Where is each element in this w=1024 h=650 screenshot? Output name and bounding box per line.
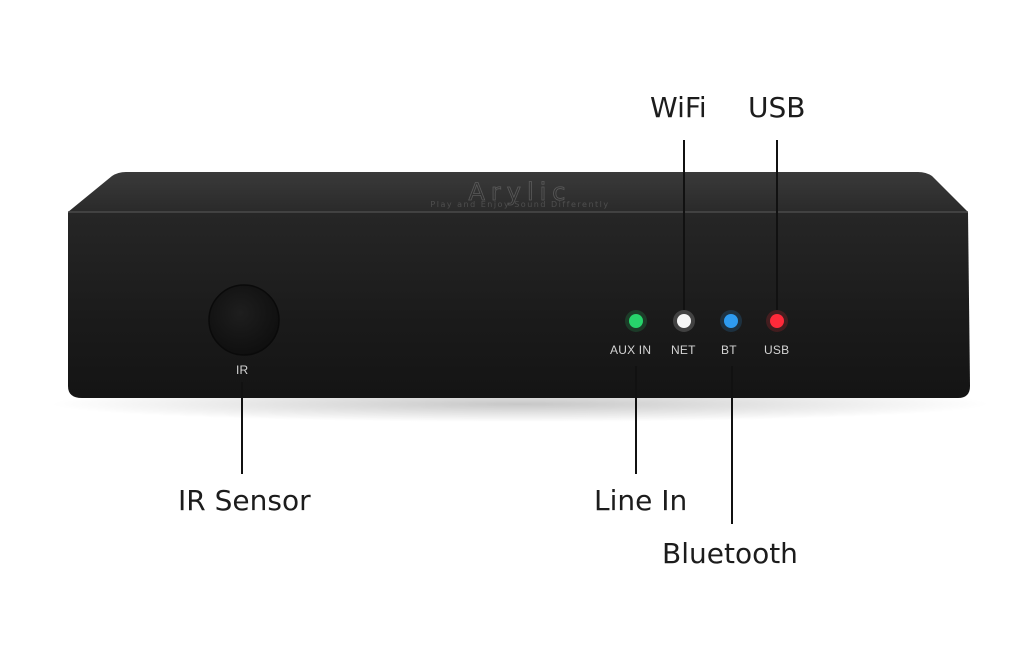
- callout-usb: USB: [748, 91, 806, 124]
- callout-bluetooth: Bluetooth: [662, 537, 798, 570]
- leader-line-wifi: [683, 140, 685, 310]
- led-net: [677, 314, 691, 328]
- led-aux: [629, 314, 643, 328]
- svg-text:Arylic: Arylic: [468, 178, 571, 206]
- ir-sensor-window: [208, 284, 280, 356]
- callout-line-in: Line In: [594, 484, 688, 517]
- led-bt: [724, 314, 738, 328]
- led-usb: [770, 314, 784, 328]
- callout-ir-sensor: IR Sensor: [178, 484, 311, 517]
- panel-label-bt: BT: [721, 343, 737, 357]
- panel-label-net: NET: [671, 343, 696, 357]
- panel-label-aux-in: AUX IN: [610, 343, 652, 357]
- leader-line-ir: [241, 382, 243, 474]
- callout-wifi: WiFi: [650, 91, 707, 124]
- device-top-face: [68, 172, 968, 212]
- device-front-face: [68, 212, 970, 398]
- panel-label-usb: USB: [764, 343, 790, 357]
- leader-line-bluetooth: [731, 366, 733, 524]
- brand-logo: Arylic Play and Enjoy Sound Differently: [430, 178, 609, 209]
- leader-line-line-in: [635, 366, 637, 474]
- svg-text:Play and Enjoy Sound Different: Play and Enjoy Sound Differently: [430, 200, 609, 209]
- leader-line-usb: [776, 140, 778, 310]
- panel-label-ir: IR: [236, 363, 249, 377]
